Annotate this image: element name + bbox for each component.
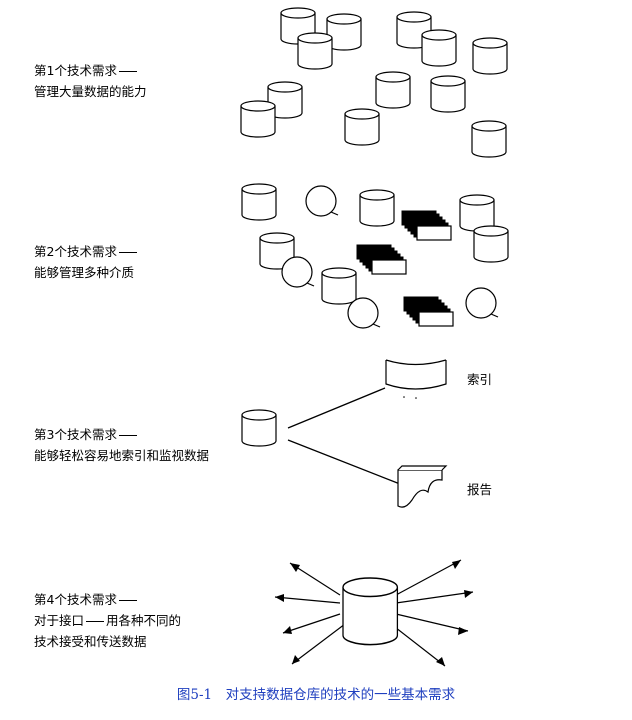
dash-line	[118, 600, 137, 601]
section4-interfaces	[274, 559, 474, 667]
database-icon	[471, 120, 507, 158]
tape-icon	[403, 296, 454, 327]
dash-line	[118, 435, 137, 436]
database-icon	[472, 37, 508, 75]
requirement-1-heading: 第1个技术需求	[34, 63, 117, 78]
tape-icon	[356, 244, 407, 275]
dash-line	[118, 252, 137, 253]
report-icon	[397, 465, 448, 508]
database-icon	[421, 29, 457, 67]
dash-line	[118, 71, 137, 72]
requirement-1-text: 管理大量数据的能力	[34, 84, 147, 99]
disk-icon	[281, 256, 315, 288]
requirement-4: 第4个技术需求 对于接口 用各种不同的 技术接受和传送数据	[34, 589, 181, 652]
index-icon	[385, 359, 447, 399]
requirement-2: 第2个技术需求 能够管理多种介质	[34, 241, 139, 283]
database-icon	[344, 108, 380, 146]
section1-databases	[240, 7, 508, 158]
database-icon	[297, 32, 333, 70]
section2-media	[241, 183, 509, 329]
database-icon	[321, 267, 357, 305]
database-icon	[359, 189, 395, 227]
requirement-2-text: 能够管理多种介质	[34, 265, 135, 280]
section3-index-report	[241, 359, 448, 508]
requirement-4-text-a: 对于接口	[34, 613, 85, 628]
disk-icon	[465, 287, 499, 319]
database-icon	[430, 75, 466, 113]
dash-line	[86, 621, 105, 622]
report-label: 报告	[467, 482, 493, 497]
disk-icon	[305, 185, 339, 217]
tape-icon	[401, 210, 452, 241]
requirement-1: 第1个技术需求 管理大量数据的能力	[34, 60, 147, 102]
database-icon	[241, 409, 277, 447]
requirement-2-heading: 第2个技术需求	[34, 244, 117, 259]
requirement-3-heading: 第3个技术需求	[34, 427, 117, 442]
figure-caption: 图5-1 对支持数据仓库的技术的一些基本需求	[176, 687, 456, 703]
database-icon	[342, 577, 399, 646]
database-icon	[240, 100, 276, 138]
requirement-3: 第3个技术需求 能够轻松容易地索引和监视数据	[34, 424, 209, 466]
database-icon	[473, 225, 509, 263]
requirement-4-heading: 第4个技术需求	[34, 592, 117, 607]
disk-icon	[347, 297, 381, 329]
database-icon	[241, 183, 277, 221]
requirement-3-text: 能够轻松容易地索引和监视数据	[34, 448, 210, 463]
index-label: 索引	[467, 372, 493, 387]
requirement-4-text-b: 用各种不同的	[106, 613, 182, 628]
database-icon	[375, 71, 411, 109]
requirement-4-text-c: 技术接受和传送数据	[34, 634, 147, 649]
